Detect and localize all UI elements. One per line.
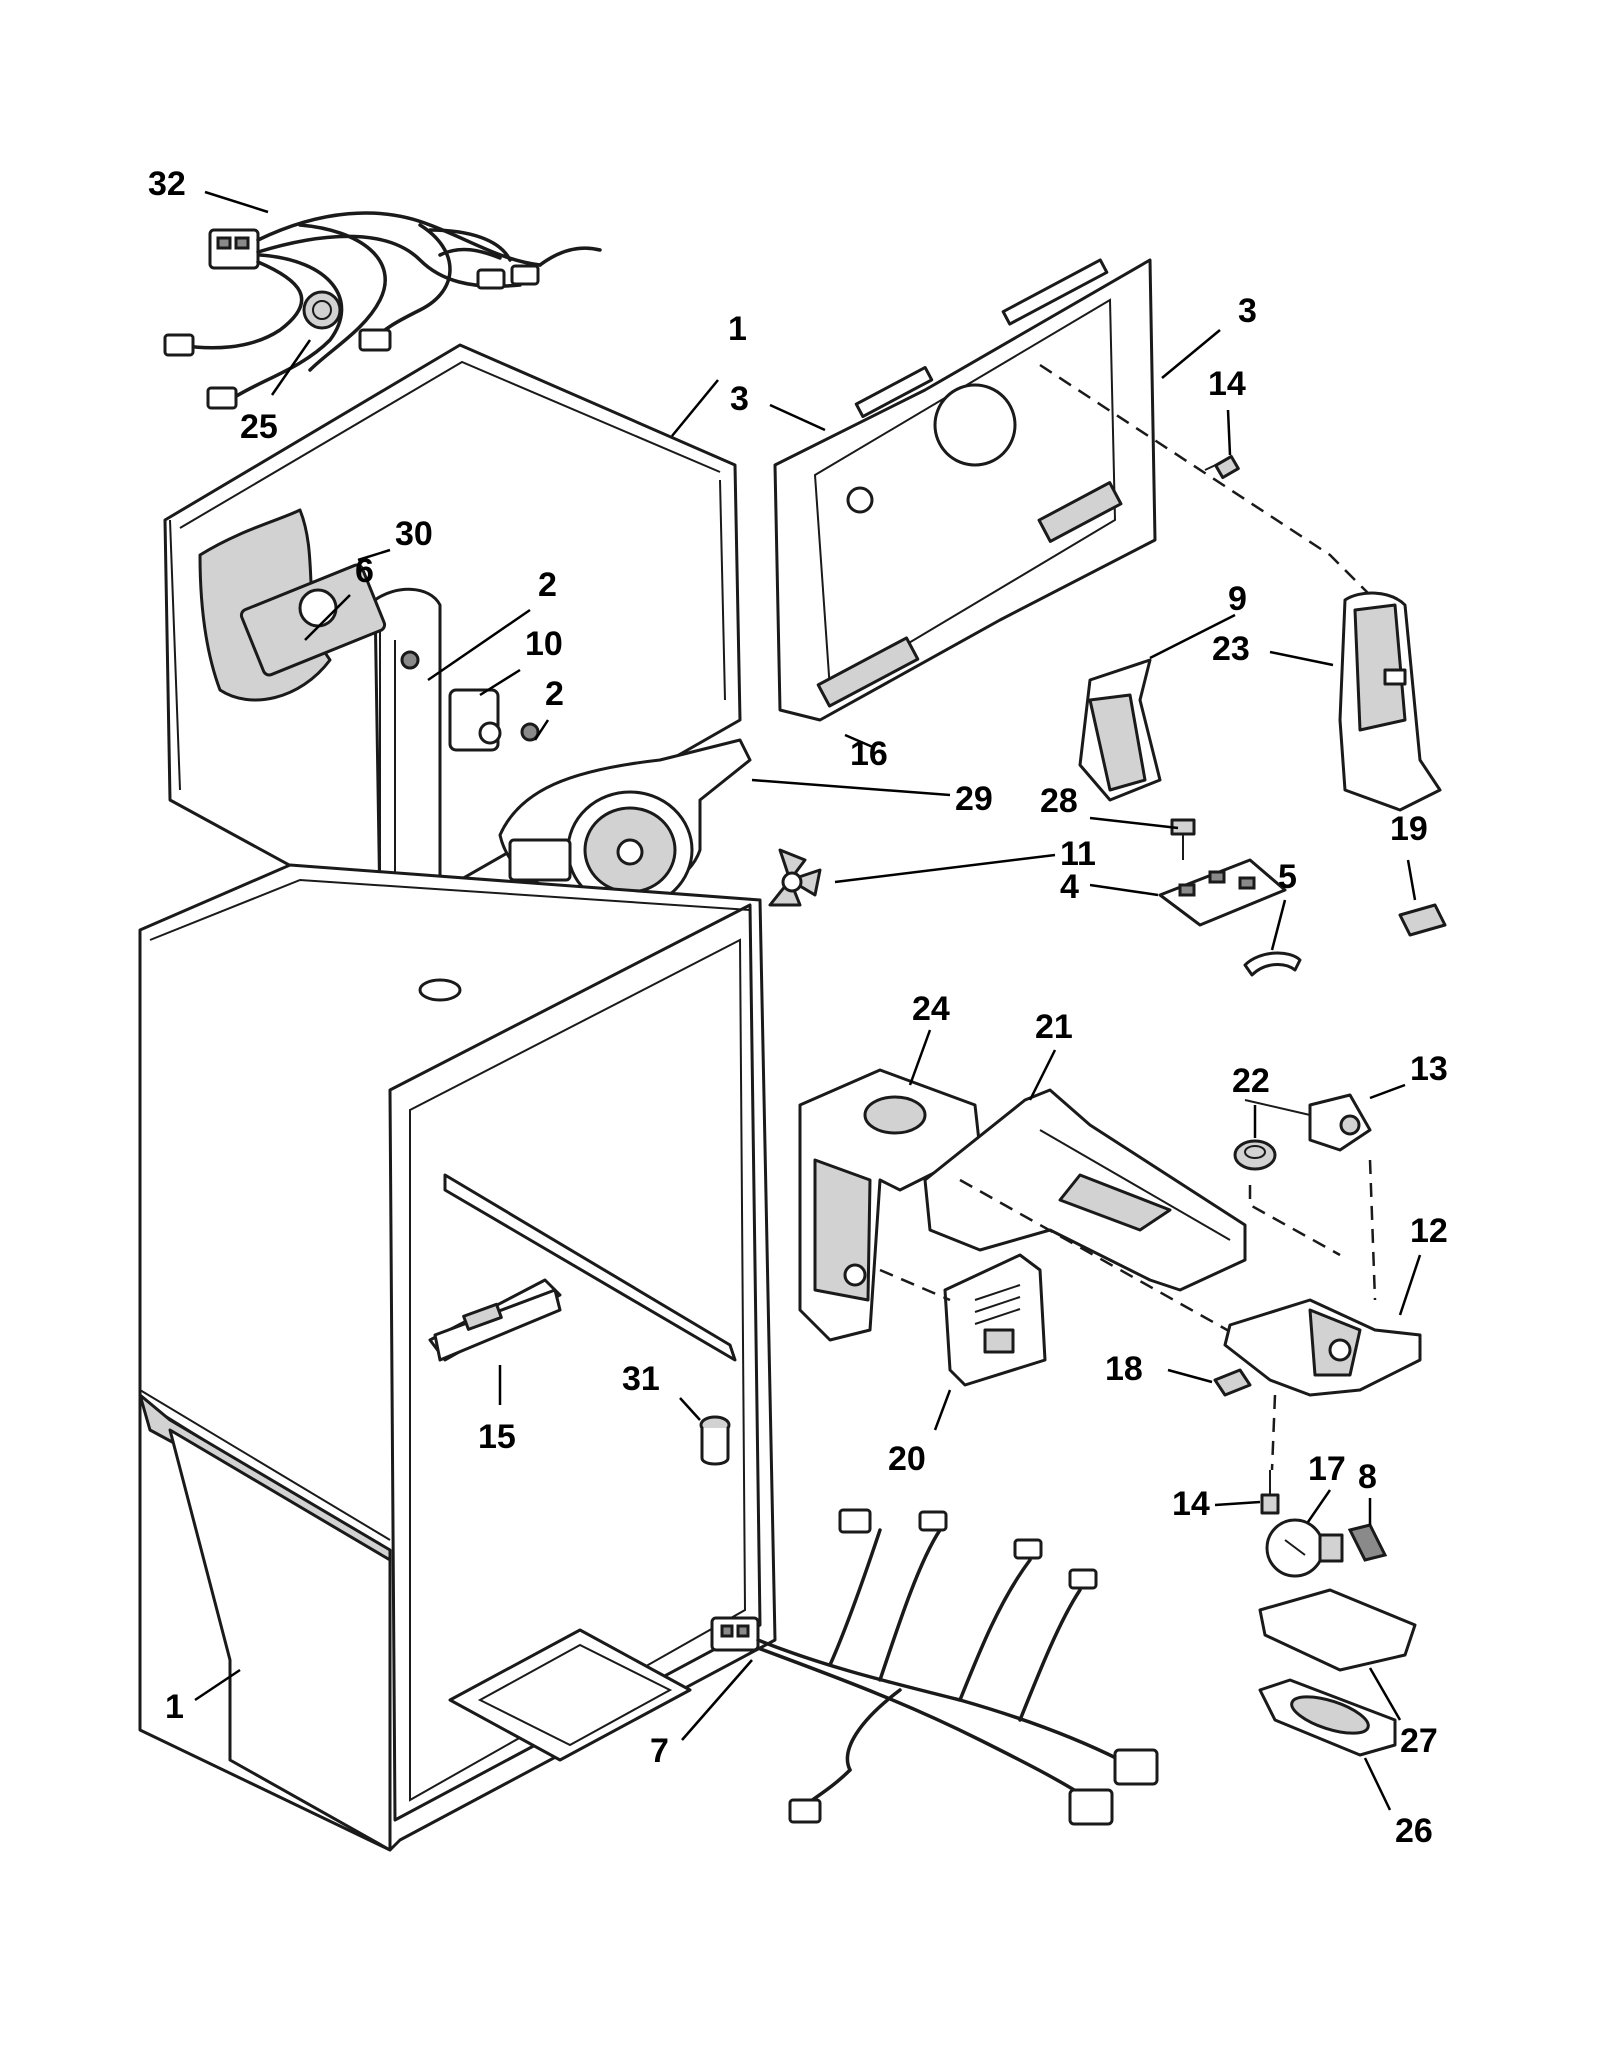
callout-14-upper: 14 [1208,365,1246,403]
assembly-guide-line [1039,363,1376,601]
assembly-guide-line [879,1268,951,1302]
callout-24: 24 [912,990,950,1028]
damper-cover [943,1253,1047,1387]
callout-27: 27 [1400,1722,1438,1760]
callout-31: 31 [622,1360,660,1398]
assembly-guide-line [959,1178,1246,1342]
callout-4: 4 [1060,868,1079,906]
light-bulb [1265,1518,1344,1578]
callout-3-right: 3 [1238,292,1257,330]
callout-30: 30 [395,515,433,553]
screw [1204,454,1240,480]
callout-15: 15 [478,1418,516,1456]
callout-5: 5 [1278,858,1297,896]
lower-wire-harness [710,1508,1159,1826]
assembly-guide-line [1368,1159,1377,1301]
callout-25: 25 [240,408,278,446]
callout-1-lower: 1 [165,1688,184,1726]
damper-housing [798,1068,982,1342]
assembly-guide-line [1270,1394,1277,1471]
callout-16: 16 [850,735,888,773]
door-switch [1398,903,1447,937]
grommet [1233,1139,1277,1171]
callout-1-upper: 1 [728,310,747,348]
callout-19: 19 [1390,810,1428,848]
callout-17: 17 [1308,1450,1346,1488]
callout-20: 20 [888,1440,926,1478]
callout-29: 29 [955,780,993,818]
thermostat [1244,1093,1372,1152]
control-board [1158,858,1287,927]
callout-6: 6 [355,552,374,590]
assembly-guide-line [1248,1185,1341,1257]
callout-10: 10 [525,625,563,663]
light-housing [923,1088,1247,1292]
callout-14-lower: 14 [1172,1485,1210,1523]
callout-3-left: 3 [730,380,749,418]
callout-28: 28 [1040,782,1078,820]
callout-26: 26 [1395,1812,1433,1850]
callout-2-lower: 2 [545,675,564,713]
callout-12: 12 [1410,1212,1448,1250]
board-screw [1170,818,1196,860]
callout-23: 23 [1212,630,1250,668]
callout-22: 22 [1232,1062,1270,1100]
bulb-clip [1347,1523,1388,1562]
evaporator-fan-blade [768,848,822,907]
crisper-control [433,1288,562,1362]
drain-plug [699,1415,731,1466]
control-housing [1338,591,1442,812]
light-socket [1213,1368,1252,1397]
callout-11: 11 [1060,835,1096,873]
callout-13: 13 [1410,1050,1448,1088]
upper-wire-harness [163,211,602,410]
screw [1260,1470,1280,1515]
callout-21: 21 [1035,1008,1073,1046]
light-shield [1258,1588,1417,1672]
refrigerator-liner [138,863,777,1852]
callout-2-upper: 2 [538,566,557,604]
air-duct [1078,658,1162,802]
callout-9: 9 [1228,580,1247,618]
callout-7: 7 [650,1732,669,1770]
light-lens [1258,1678,1397,1757]
callout-32: 32 [148,165,186,203]
rear-panel [773,258,1157,722]
leader-lines [194,190,1422,1811]
light-socket-housing [1223,1298,1422,1397]
callout-labels: 32 25 1 3 3 14 30 6 2 10 2 9 23 16 29 28… [148,165,1448,1850]
callout-18: 18 [1105,1350,1143,1388]
callout-8: 8 [1358,1458,1377,1496]
wire-clip [1243,951,1302,977]
